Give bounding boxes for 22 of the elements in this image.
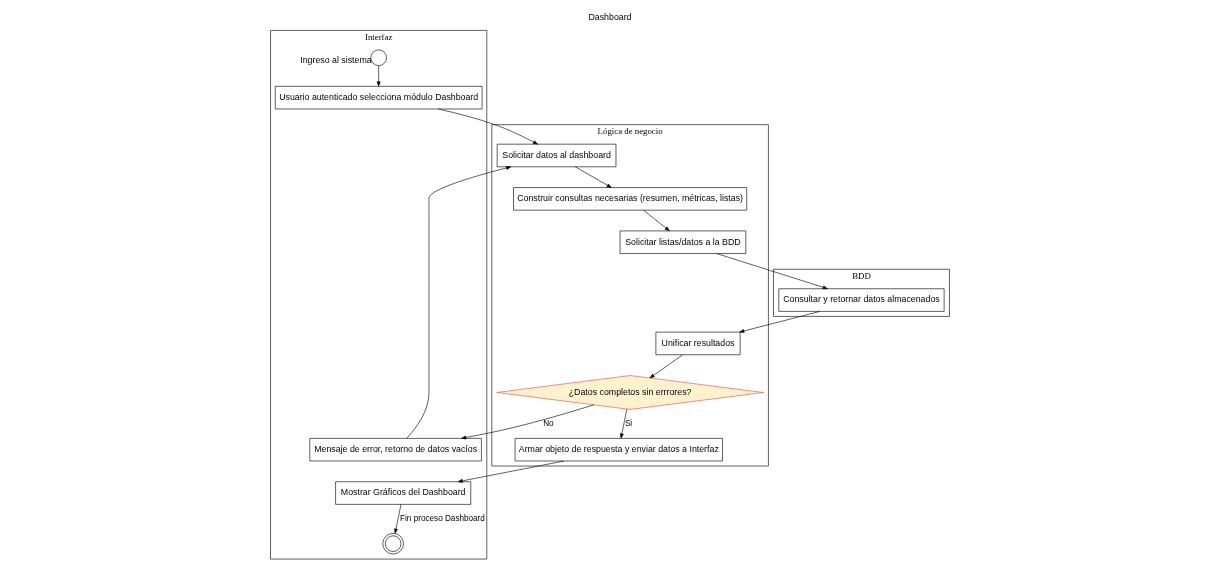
node-box: Armar objeto de respuesta y enviar datos a Interfaz — [514, 438, 723, 462]
arrow — [460, 404, 594, 440]
arrow — [393, 504, 401, 534]
arrow — [574, 166, 612, 188]
arrow — [642, 210, 670, 232]
node-box: Mensaje de error, retorno de datos vacíos — [309, 438, 482, 462]
arrow — [406, 166, 511, 439]
node-box: Unificar resultados — [655, 331, 740, 356]
diagram-title: Dashboard — [587, 12, 632, 23]
arrow — [619, 408, 627, 439]
node-box: Solicitar listas/datos a la BDD — [619, 230, 746, 254]
node-box: Consultar y retornar datos almacenados — [777, 288, 944, 312]
arrow — [738, 311, 820, 333]
node-box: Construir consultas necesarias (resumen, métricas, listas) — [512, 187, 747, 211]
arrow — [437, 108, 538, 145]
node-box: Usuario autenticado selecciona módulo Dashboard — [274, 86, 482, 110]
arrow — [376, 65, 381, 87]
arrow — [457, 460, 564, 483]
arrow — [715, 253, 828, 290]
arrow — [649, 354, 683, 379]
node-circle — [370, 49, 387, 66]
node-label: Ingreso al sistema — [299, 55, 372, 66]
